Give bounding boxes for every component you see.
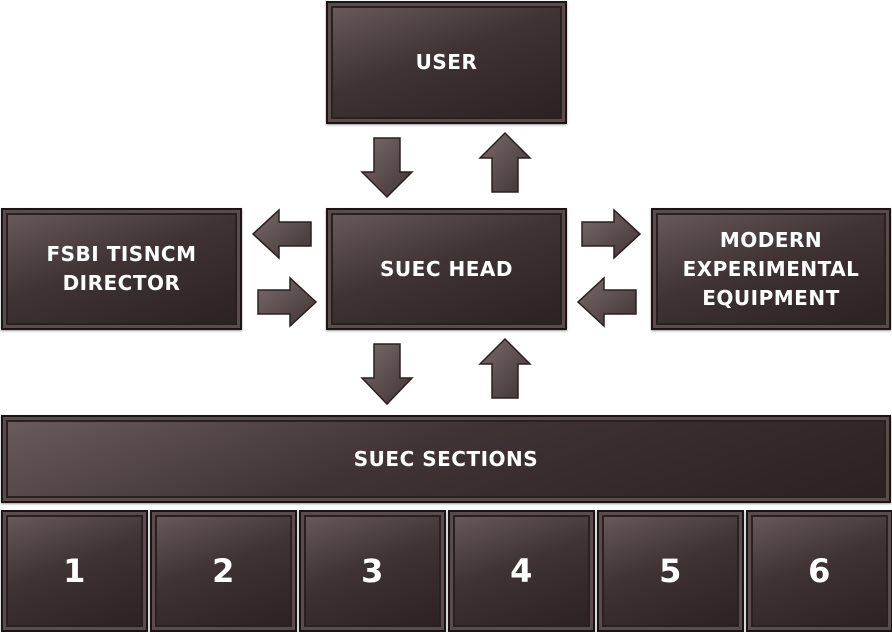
section-number-6: 6 — [808, 552, 831, 590]
section-cell-4: 4 — [448, 510, 595, 632]
user-label: USER — [415, 50, 478, 74]
section-number-2: 2 — [212, 552, 235, 590]
arrow-right-head-to-equipment — [581, 208, 642, 260]
section-cell-2: 2 — [150, 510, 297, 632]
section-cell-3: 3 — [299, 510, 446, 632]
arrow-down-head-to-sections — [360, 343, 414, 406]
arrow-up-head-to-user — [478, 131, 532, 193]
user-box: USER — [326, 1, 567, 124]
arrow-left-head-to-director — [251, 208, 312, 260]
director-label: FSBI TISNCM DIRECTOR — [46, 242, 197, 295]
arrow-down-user-to-head — [360, 137, 414, 199]
equipment-label: MODERN EXPERIMENTAL EQUIPMENT — [682, 227, 860, 310]
arrow-right-director-to-head — [257, 276, 318, 328]
section-cell-6: 6 — [746, 510, 892, 632]
arrow-up-sections-to-head — [478, 337, 532, 399]
section-number-1: 1 — [63, 552, 86, 590]
suec-sections-box: SUEC SECTIONS — [1, 415, 891, 503]
arrow-left-equipment-to-head — [576, 276, 637, 328]
section-cell-1: 1 — [1, 510, 148, 632]
suec-sections-label: SUEC SECTIONS — [353, 446, 539, 471]
section-number-4: 4 — [510, 552, 533, 590]
suec-head-label: SUEC HEAD — [380, 256, 513, 281]
director-box: FSBI TISNCM DIRECTOR — [1, 208, 242, 330]
suec-head-box: SUEC HEAD — [326, 208, 567, 330]
equipment-box: MODERN EXPERIMENTAL EQUIPMENT — [651, 208, 891, 330]
section-number-3: 3 — [361, 552, 384, 590]
section-cell-5: 5 — [597, 510, 744, 632]
section-number-5: 5 — [659, 552, 682, 590]
